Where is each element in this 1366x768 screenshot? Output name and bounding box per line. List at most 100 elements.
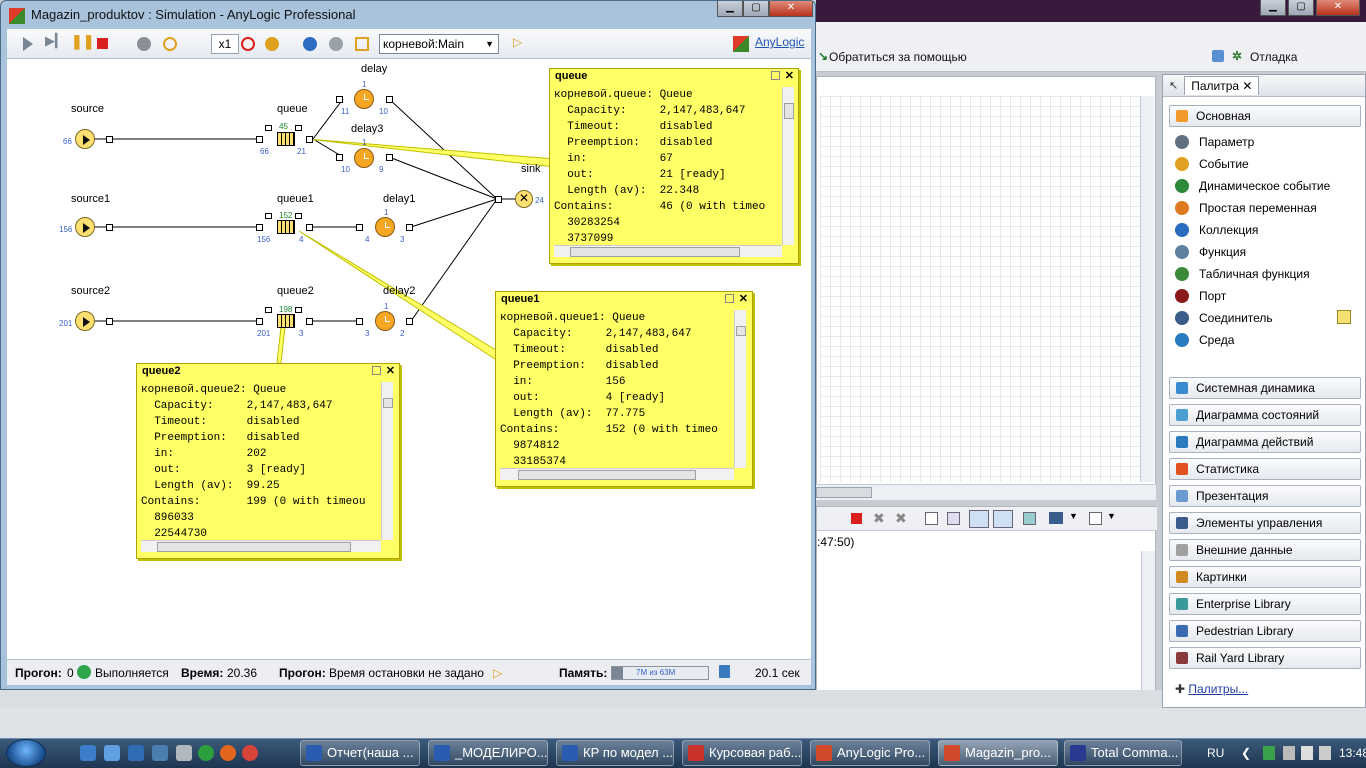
scroll-thumb[interactable] bbox=[784, 103, 794, 119]
source2-block[interactable] bbox=[75, 311, 95, 331]
faster-icon[interactable] bbox=[241, 37, 255, 51]
maximize-icon[interactable] bbox=[725, 294, 734, 303]
help-button[interactable]: Обратиться за помощью bbox=[829, 50, 967, 64]
taskbar-item[interactable]: _МОДЕЛИРО... bbox=[428, 740, 548, 766]
inspect-window-queue[interactable]: queue✕ корневой.queue: Queue Capacity: 2… bbox=[549, 68, 799, 264]
palettes-link[interactable]: ✚ Палитры... bbox=[1175, 682, 1248, 696]
source-block[interactable] bbox=[75, 129, 95, 149]
firefox-icon[interactable] bbox=[220, 745, 236, 761]
maximize-icon[interactable]: ▢ bbox=[743, 1, 769, 17]
inspect-header[interactable]: queue2✕ bbox=[137, 364, 399, 380]
delay2-block[interactable] bbox=[375, 311, 395, 331]
palette-item[interactable]: Порт bbox=[1175, 287, 1226, 305]
pause-icon[interactable]: ❚❚ bbox=[71, 33, 95, 49]
palette-category[interactable]: Картинки bbox=[1169, 566, 1361, 588]
run-icon[interactable] bbox=[23, 37, 33, 51]
palette-item[interactable]: Соединитель bbox=[1175, 309, 1351, 327]
console-vscroll[interactable] bbox=[1141, 551, 1155, 705]
flag-icon[interactable] bbox=[1283, 746, 1295, 760]
scroll-lock-icon[interactable] bbox=[947, 512, 960, 525]
chevron-down-icon[interactable]: ▼ bbox=[1069, 511, 1078, 521]
model-canvas[interactable]: source 66 queue 45 66 21 delay 1 11 10 d… bbox=[7, 59, 811, 659]
trash-icon[interactable] bbox=[719, 665, 730, 678]
clock[interactable]: 13:48 bbox=[1339, 746, 1366, 760]
chevron-down-icon[interactable]: ▼ bbox=[1107, 511, 1116, 521]
remove-icon[interactable]: ✖ bbox=[873, 510, 885, 526]
language-indicator[interactable]: RU bbox=[1207, 746, 1225, 760]
close-icon[interactable]: ✕ bbox=[769, 1, 813, 17]
inspect-vscroll[interactable] bbox=[782, 87, 794, 245]
experiment-select[interactable]: корневой:Main▼ bbox=[379, 34, 499, 54]
delay1-block[interactable] bbox=[375, 217, 395, 237]
network-tray-icon[interactable] bbox=[1301, 746, 1313, 760]
queue1-block[interactable] bbox=[277, 220, 295, 234]
inspect-vscroll[interactable] bbox=[381, 382, 393, 540]
stop-icon[interactable] bbox=[97, 38, 108, 49]
show-on-error-icon[interactable] bbox=[993, 510, 1013, 528]
tray-app-icon[interactable] bbox=[1263, 746, 1275, 760]
inspect-hscroll[interactable] bbox=[141, 540, 381, 552]
scroll-thumb[interactable] bbox=[570, 247, 740, 257]
close-icon[interactable]: ✕ bbox=[385, 365, 395, 377]
close-icon[interactable]: ✕ bbox=[784, 70, 794, 82]
palettes-link-label[interactable]: Палитры... bbox=[1188, 682, 1249, 696]
edit-icon[interactable] bbox=[1337, 310, 1351, 324]
palette-category-main[interactable]: Основная bbox=[1169, 105, 1361, 127]
palette-item[interactable]: Табличная функция bbox=[1175, 265, 1310, 283]
minimize-icon[interactable]: ▁ bbox=[1260, 0, 1286, 16]
taskbar-item[interactable]: Total Comma... bbox=[1064, 740, 1182, 766]
navigate-icon[interactable] bbox=[303, 37, 317, 51]
show-desktop-icon[interactable] bbox=[80, 745, 96, 761]
taskbar-item[interactable]: AnyLogic Pro... bbox=[810, 740, 930, 766]
debug-perspective-button[interactable]: Отладка bbox=[1250, 50, 1298, 64]
inspect-hscroll[interactable] bbox=[500, 468, 734, 480]
volume-icon[interactable] bbox=[1319, 746, 1331, 760]
clear-console-icon[interactable] bbox=[925, 512, 938, 525]
inspect-hscroll[interactable] bbox=[554, 245, 782, 257]
network-icon[interactable] bbox=[176, 745, 192, 761]
palette-category[interactable]: Диаграмма действий bbox=[1169, 431, 1361, 453]
taskbar-item[interactable]: Отчет(наша ... bbox=[300, 740, 420, 766]
open-console-icon[interactable] bbox=[1089, 512, 1102, 525]
palette-category[interactable]: Rail Yard Library bbox=[1169, 647, 1361, 669]
display-console-icon[interactable] bbox=[1049, 512, 1063, 524]
palette-category[interactable]: Системная динамика bbox=[1169, 377, 1361, 399]
editor-hscroll-thumb[interactable] bbox=[816, 487, 872, 498]
pin-console-icon[interactable] bbox=[1023, 512, 1036, 525]
virtual-time-icon[interactable] bbox=[265, 37, 279, 51]
clock-icon[interactable] bbox=[163, 37, 177, 51]
home-icon[interactable] bbox=[355, 37, 369, 51]
scroll-thumb[interactable] bbox=[736, 326, 746, 336]
inspect-vscroll[interactable] bbox=[734, 310, 746, 468]
inspect-window-queue1[interactable]: queue1✕ корневой.queue1: Queue Capacity:… bbox=[495, 291, 753, 487]
delay3-block[interactable] bbox=[354, 148, 374, 168]
editor-vscroll[interactable] bbox=[1140, 96, 1154, 482]
explorer-icon[interactable] bbox=[104, 745, 120, 761]
minimize-icon[interactable]: ▁ bbox=[717, 1, 743, 17]
inspect-header[interactable]: queue✕ bbox=[550, 69, 798, 85]
palette-category[interactable]: Элементы управления bbox=[1169, 512, 1361, 534]
step-icon[interactable]: ▶▎ bbox=[45, 33, 65, 48]
delay-block[interactable] bbox=[354, 89, 374, 109]
palette-item[interactable]: Простая переменная bbox=[1175, 199, 1317, 217]
inspect-window-queue2[interactable]: queue2✕ корневой.queue2: Queue Capacity:… bbox=[136, 363, 400, 559]
palette-category[interactable]: Презентация bbox=[1169, 485, 1361, 507]
folder-icon[interactable] bbox=[128, 745, 144, 761]
remove-all-icon[interactable]: ✖ bbox=[895, 510, 907, 526]
editor-hscroll[interactable] bbox=[816, 484, 1156, 500]
close-icon[interactable]: ✕ bbox=[738, 293, 748, 305]
anylogic-link[interactable]: AnyLogic bbox=[755, 35, 805, 49]
show-on-output-icon[interactable] bbox=[969, 510, 989, 528]
scroll-thumb[interactable] bbox=[383, 398, 393, 408]
close-icon[interactable]: ✕ bbox=[1316, 0, 1360, 16]
palette-category[interactable]: Enterprise Library bbox=[1169, 593, 1361, 615]
palette-item[interactable]: Среда bbox=[1175, 331, 1234, 349]
utorrent-icon[interactable] bbox=[198, 745, 214, 761]
scroll-thumb[interactable] bbox=[157, 542, 351, 552]
palette-category[interactable]: Внешние данные bbox=[1169, 539, 1361, 561]
sink-block[interactable]: ✕ bbox=[515, 190, 533, 208]
play-from-icon[interactable]: ▷ bbox=[513, 35, 523, 49]
maximize-icon[interactable]: ▢ bbox=[1288, 0, 1314, 16]
palette-item[interactable]: Параметр bbox=[1175, 133, 1254, 151]
palette-category[interactable]: Статистика bbox=[1169, 458, 1361, 480]
